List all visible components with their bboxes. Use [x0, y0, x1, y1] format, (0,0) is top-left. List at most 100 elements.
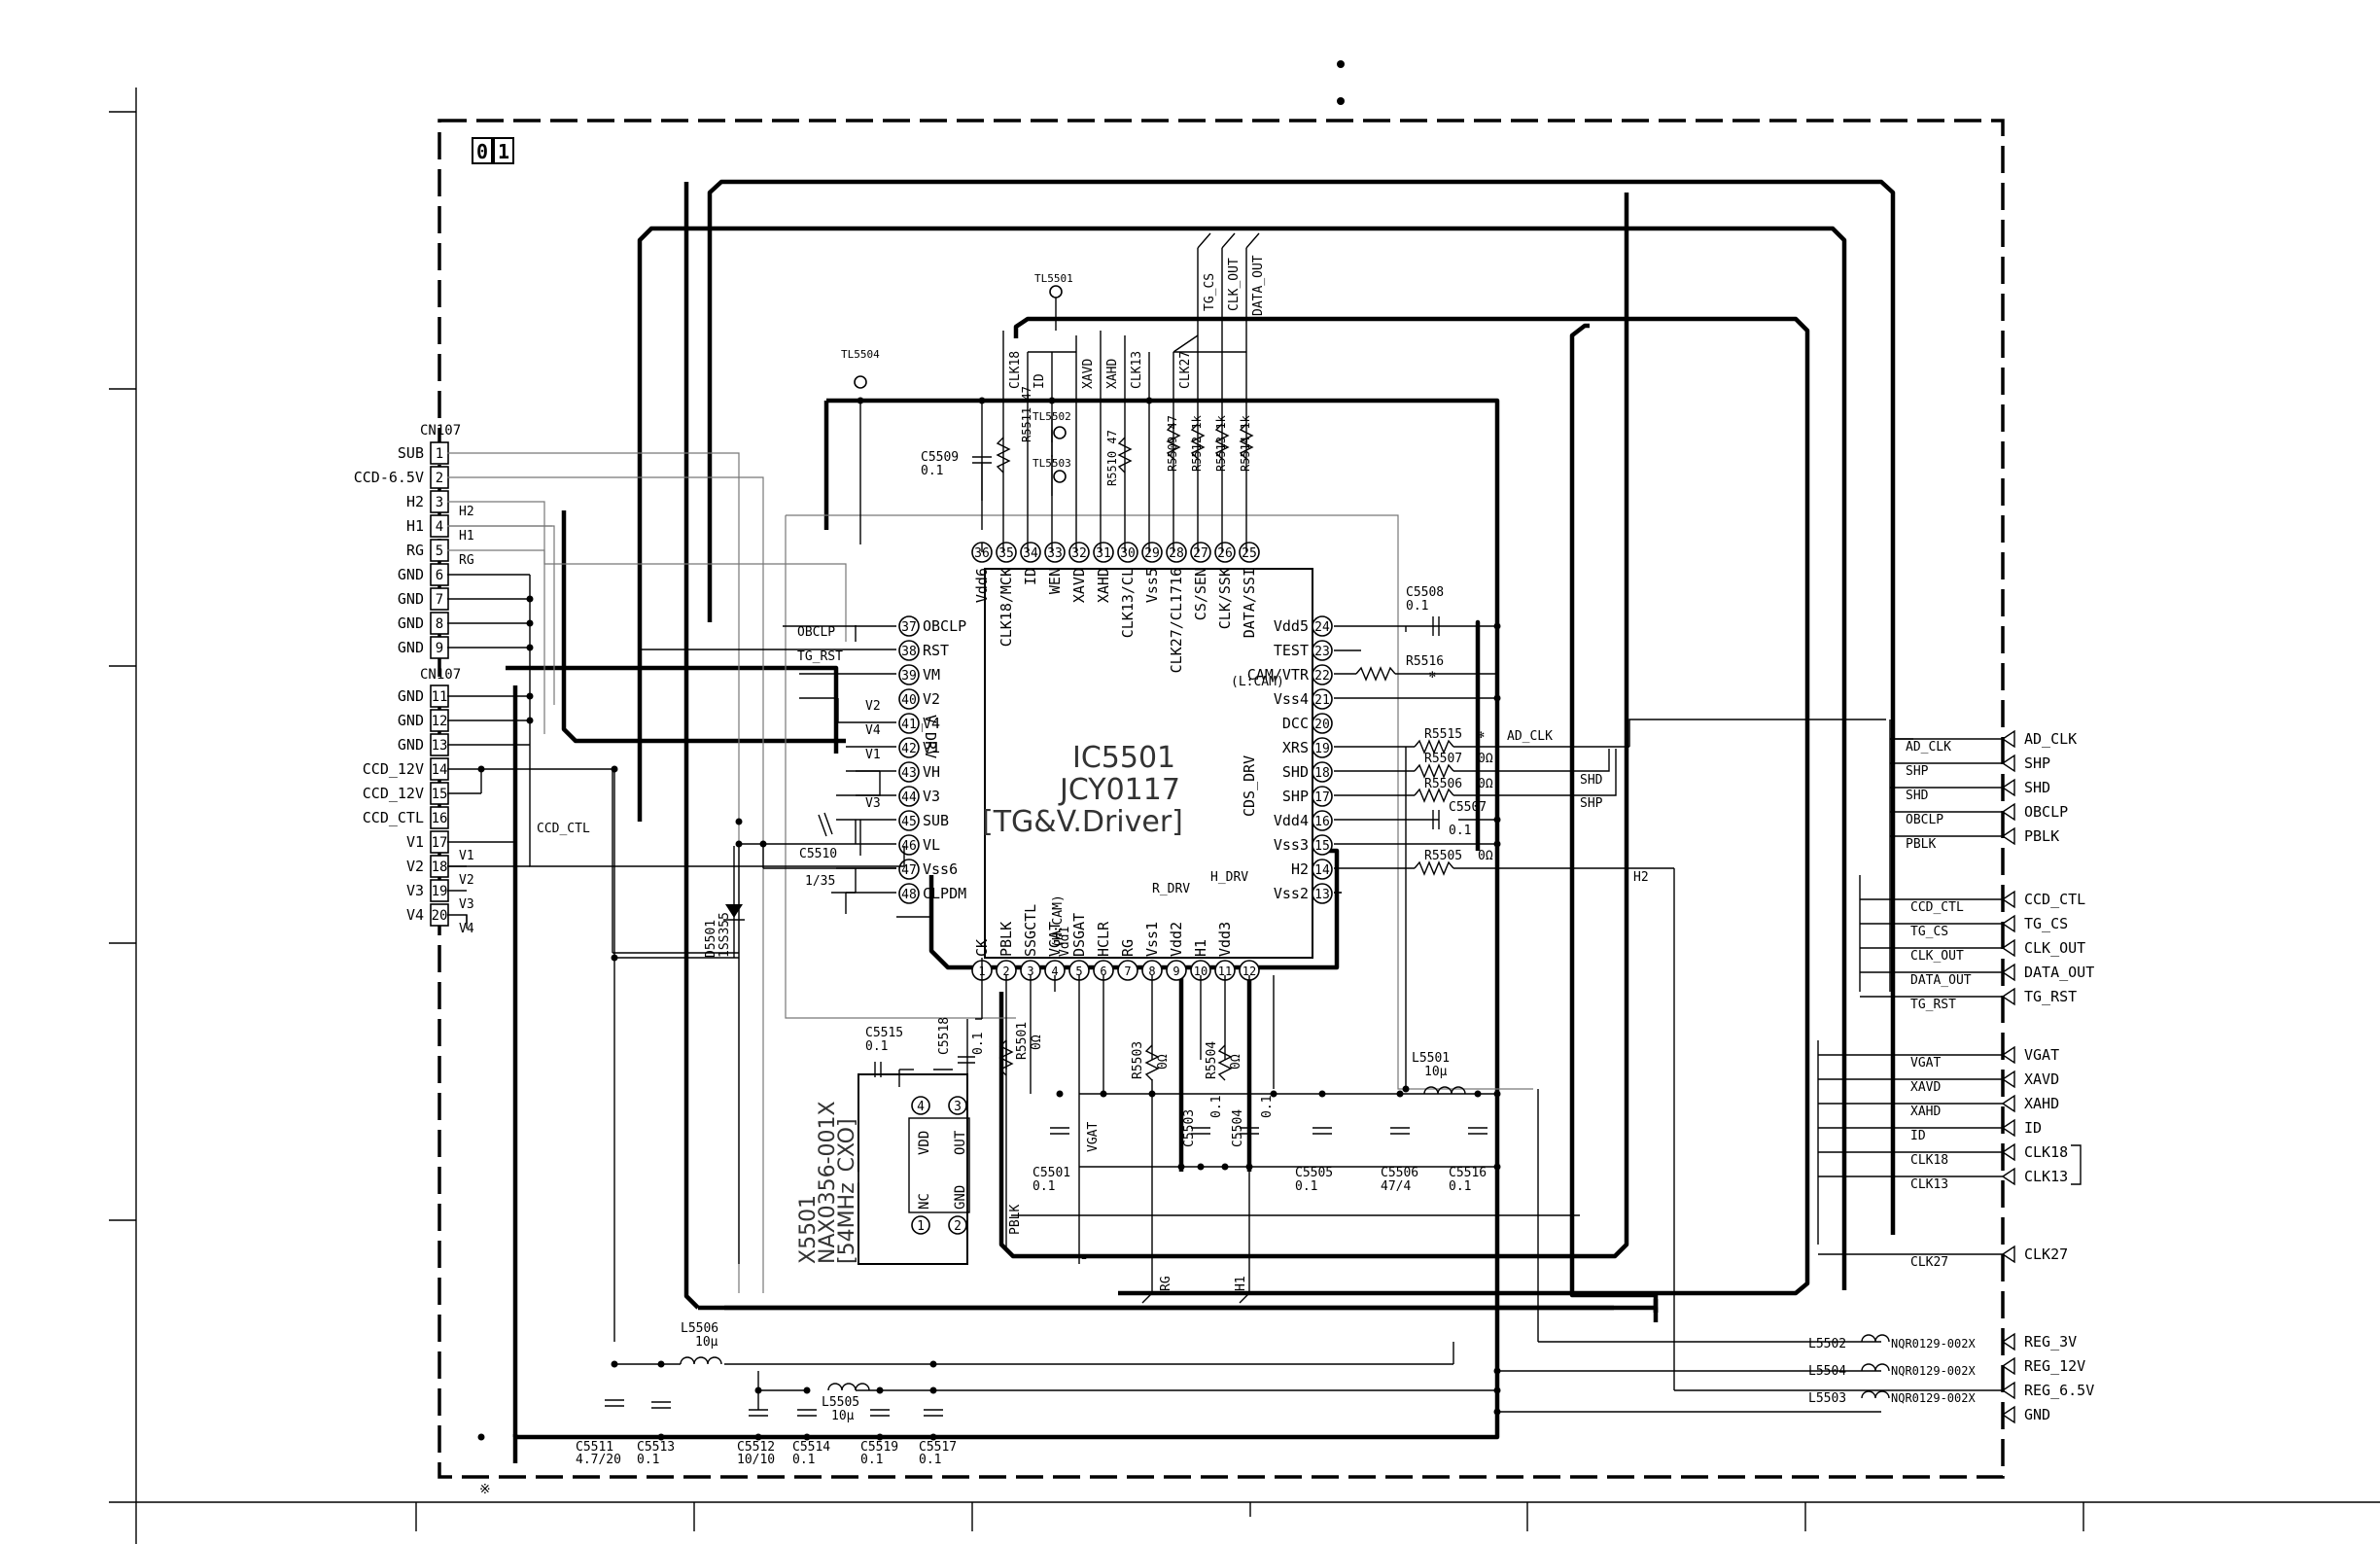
cn107b-pin-num-18: 18	[432, 860, 448, 875]
bus-label-g1-3: OBCLP	[1906, 813, 1943, 827]
badge-digit-1: 1	[498, 140, 509, 163]
net-v3: V3	[459, 897, 474, 912]
ic-pin-num-42: 42	[901, 742, 917, 756]
c5513-value: 0.1	[637, 1453, 659, 1467]
r5501-value: 0Ω	[1030, 1035, 1044, 1050]
cn107b-pin-name-20: V4	[406, 906, 424, 924]
ic-pins-top: 36Vdd635CLK18/MCK34ID33WEN32XAVD31XAHD30…	[971, 542, 1260, 673]
ic-pin-num-48: 48	[901, 888, 917, 902]
bus-arrow-g3-3	[2002, 1118, 2015, 1138]
c5510-label: C5510	[799, 847, 837, 861]
ic-pin-num-30: 30	[1120, 546, 1136, 561]
bus-arrow-g2-3	[2002, 963, 2015, 982]
bus-arrow-g1-0	[2002, 729, 2015, 749]
tl5502-label: TL5502	[1032, 410, 1071, 423]
ic-pin-name-18: SHD	[1282, 763, 1309, 781]
net-v3-ic: V3	[865, 796, 881, 811]
c5506-label: C5506	[1381, 1166, 1418, 1180]
ic-pin-num-27: 27	[1193, 546, 1208, 561]
ic-pin-name-10: H1	[1192, 939, 1209, 957]
r5510-label: R5510 47	[1105, 430, 1119, 486]
sheet-badge: 0 1	[472, 137, 514, 164]
c5513-label: C5513	[637, 1440, 675, 1455]
ic-pin-name-4: VGAT	[1046, 922, 1064, 957]
r5505-value: 0Ω	[1478, 849, 1493, 863]
r5511-label: R5511 47	[1020, 386, 1033, 442]
c5509-label: C5509	[921, 450, 959, 465]
l5506-label: L5506	[681, 1321, 718, 1336]
cn107a-pin-num-9: 9	[436, 641, 443, 656]
l5503-label: L5503	[1808, 1391, 1846, 1406]
bus-arrow-g1-1	[2002, 754, 2015, 773]
net-ad-clk: AD_CLK	[1507, 729, 1553, 744]
d5501-value: 1SS355	[718, 912, 732, 958]
c5514-label: C5514	[792, 1440, 830, 1455]
ic-pin-name-36: Vdd6	[973, 568, 991, 603]
ic-pins-bottom: 1CK2PBLK3SSGCTL4VGAT5DSGAT6HCLR7RG8Vss19…	[971, 904, 1260, 981]
ic-pin-45	[898, 810, 920, 831]
bus-out-clk27: CLK27	[2024, 1246, 2068, 1263]
ic-pin-name-44: V3	[923, 788, 940, 805]
ic-pin-name-39: VM	[923, 666, 940, 684]
r5505-label: R5505	[1424, 849, 1462, 863]
ic-pin-name-25: DATA/SSI	[1241, 568, 1258, 638]
ic-pin-13	[1312, 883, 1333, 904]
ic-pin-24	[1312, 615, 1333, 637]
cn107b-pin-name-12: GND	[398, 712, 424, 729]
bus-label-clk27: CLK27	[1910, 1255, 1948, 1270]
ic-pin-num-4: 4	[1051, 965, 1058, 978]
ic-pin-name-46: VL	[923, 836, 940, 854]
ic-pin-15	[1312, 834, 1333, 856]
bus-arrow-g3-0	[2002, 1045, 2015, 1065]
bus-out-g3-1: XAVD	[2024, 1070, 2059, 1088]
bus-out-g3-4: CLK18	[2024, 1143, 2068, 1161]
ic-pin-39	[898, 664, 920, 685]
net-clk-out-top: CLK_OUT	[1227, 258, 1242, 311]
ic-pin-name-21: Vss4	[1274, 690, 1309, 708]
c5510-value: 1/35	[805, 874, 835, 889]
c5506-value: 47/4	[1381, 1179, 1411, 1194]
ic-pin-name-26: CLK/SSK	[1216, 568, 1234, 629]
ic-pin-name-27: CS/SEN	[1192, 568, 1209, 620]
ic-pin-num-37: 37	[901, 620, 917, 635]
component-labels: R5511 47 R5510 47 R5509 47 R5512 1k R551…	[576, 386, 1976, 1467]
l5503-part: NQR0129-002X	[1891, 1391, 1976, 1405]
ic-pin-num-15: 15	[1314, 839, 1330, 854]
c5507-label: C5507	[1449, 800, 1487, 815]
ic-pin-name-37: OBCLP	[923, 617, 966, 635]
r5515-value: ✻	[1478, 728, 1485, 741]
cn107a-pin-num-8: 8	[436, 616, 443, 632]
net-r-drv: R_DRV	[1152, 882, 1190, 896]
svg-text:4: 4	[917, 1100, 925, 1114]
bus-arrow-g2-4	[2002, 987, 2015, 1006]
c5504-label: C5504	[1231, 1109, 1245, 1147]
ic-pin-num-29: 29	[1144, 546, 1160, 561]
cn107a-pin-name-6: GND	[398, 566, 424, 583]
l5505-label: L5505	[822, 1395, 859, 1410]
c5501-value: 0.1	[1032, 1179, 1055, 1194]
ic-pin-num-22: 22	[1314, 669, 1330, 684]
ic-pin-num-9: 9	[1172, 965, 1179, 978]
bus-label-g1-4: PBLK	[1906, 837, 1936, 852]
ic-pin-num-34: 34	[1023, 546, 1038, 561]
ic-pin-37	[898, 615, 920, 637]
net-shd: SHD	[1580, 773, 1603, 788]
bus-arrow-pw-0	[2002, 1332, 2015, 1351]
c5515-value: 0.1	[865, 1039, 888, 1054]
tl5503-label: TL5503	[1032, 457, 1071, 470]
ic-vdd1-note: Vdd1	[1058, 927, 1072, 957]
ic-pin-35	[996, 542, 1017, 563]
c5517-value: 0.1	[919, 1453, 941, 1467]
cn107b-pin-num-14: 14	[432, 762, 448, 778]
ic-pin-38	[898, 640, 920, 661]
cn107a-pin-num-4: 4	[436, 519, 443, 535]
ic-pin-17	[1312, 786, 1333, 807]
cn107b-pin-name-18: V2	[406, 858, 424, 875]
ic-pin-name-23: TEST	[1274, 642, 1309, 659]
bus-out-g2-2: CLK_OUT	[2024, 939, 2085, 957]
ic-pin-name-1: CK	[973, 939, 991, 957]
ic-pin-29	[1141, 542, 1163, 563]
bus-arrow-g2-1	[2002, 914, 2015, 933]
c5507-value: 0.1	[1449, 824, 1471, 838]
